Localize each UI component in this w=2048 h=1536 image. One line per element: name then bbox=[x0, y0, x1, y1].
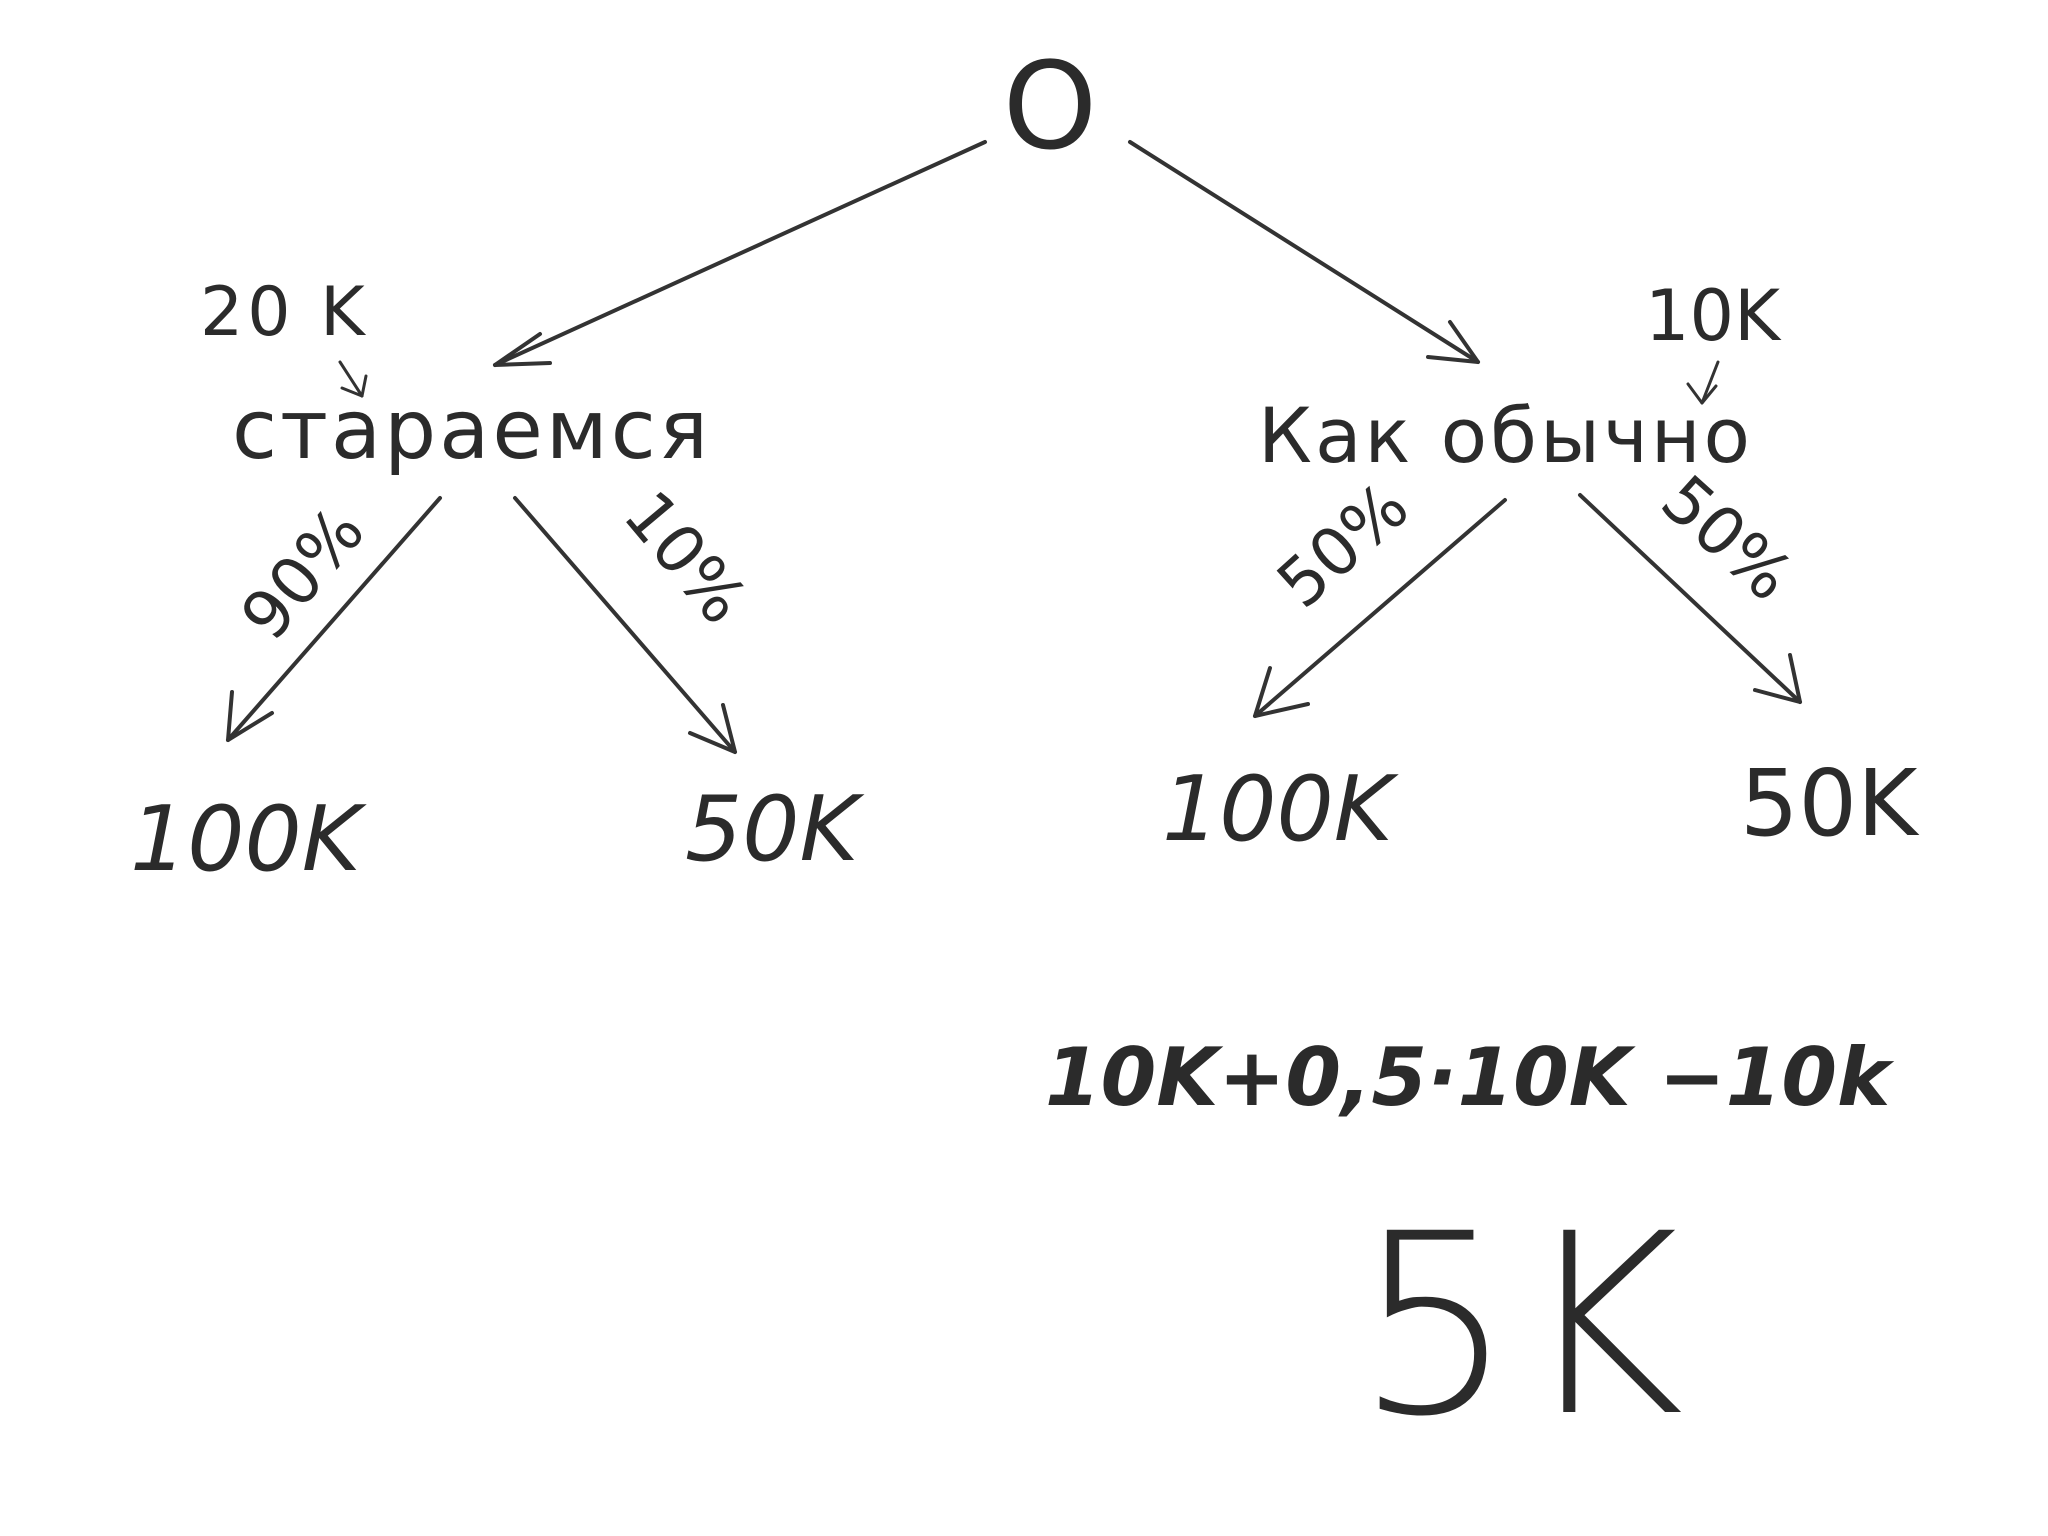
probability-usual-2: 50% bbox=[1647, 461, 1808, 616]
cost-usual-arrow bbox=[1686, 360, 1720, 405]
calculation-formula: 10K+0,5·10K −10k bbox=[1045, 1031, 1895, 1124]
root-node: O bbox=[1003, 38, 1097, 177]
edge-usual-to-outcome-1 bbox=[1253, 498, 1507, 718]
edge-usual-to-outcome-2 bbox=[1578, 493, 1802, 704]
outcome-value-usual-1: 100K bbox=[1162, 757, 1399, 862]
probability-usual-1: 50% bbox=[1263, 468, 1424, 623]
calculation-result: 5K bbox=[1355, 1180, 1690, 1471]
probability-try-1: 90% bbox=[226, 493, 379, 655]
outcome-value-usual-2: 50K bbox=[1740, 750, 1920, 857]
edge-root-to-usual bbox=[1128, 140, 1480, 364]
cost-try: 20 K bbox=[200, 273, 369, 352]
cost-try-arrow bbox=[338, 360, 368, 398]
outcome-value-try-1: 100K bbox=[130, 787, 367, 892]
edge-try-to-outcome-2 bbox=[513, 496, 737, 754]
branch-label-usual: Как обычно bbox=[1258, 391, 1753, 480]
branch-label-try: стараемся bbox=[232, 383, 711, 478]
cost-usual: 10K bbox=[1645, 275, 1782, 357]
outcome-value-try-2: 50K bbox=[685, 777, 865, 882]
edge-root-to-try bbox=[493, 140, 987, 367]
probability-try-2: 10% bbox=[609, 477, 762, 639]
edge-try-to-outcome-1 bbox=[226, 496, 442, 742]
